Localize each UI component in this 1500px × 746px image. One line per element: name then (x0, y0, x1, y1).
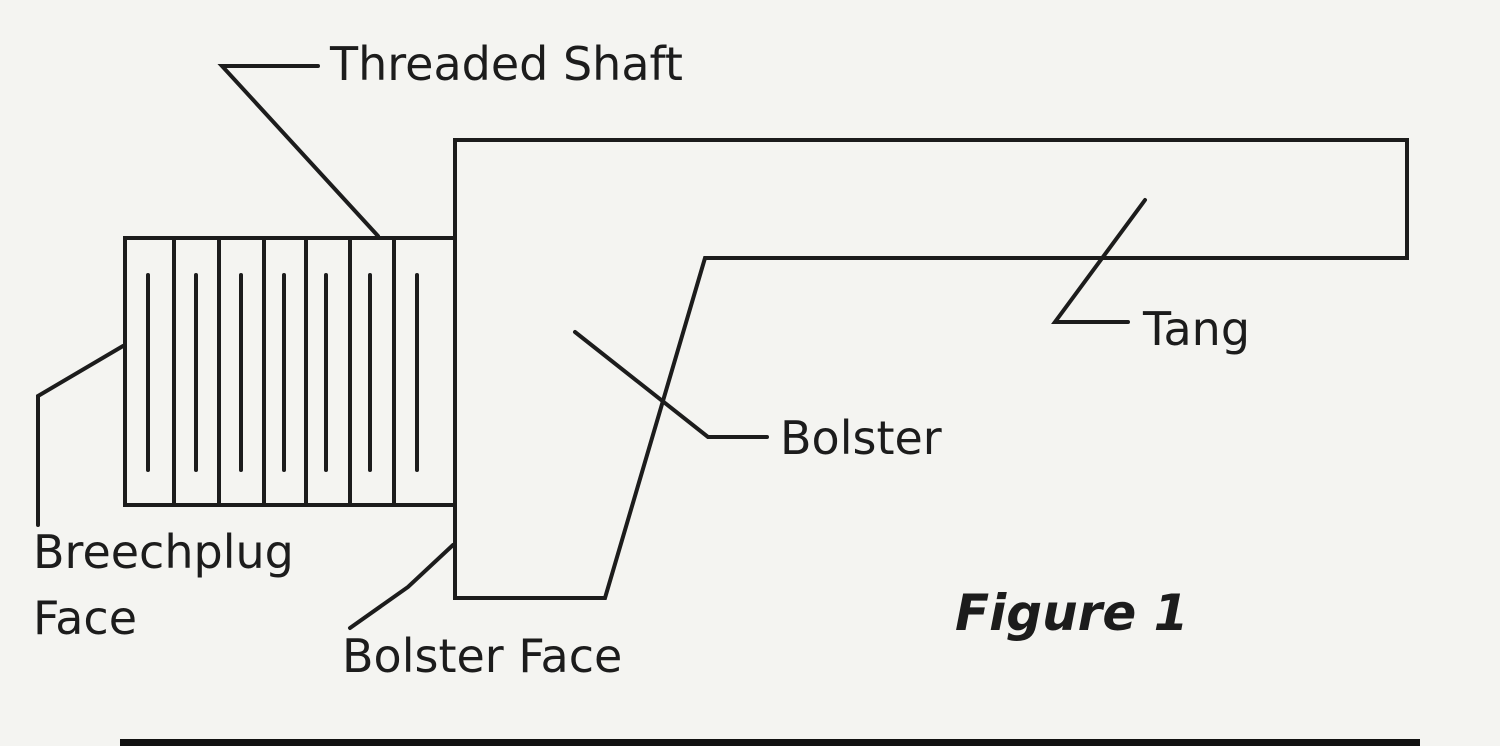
breechplug-face-label-line1: Breechplug (33, 525, 294, 579)
threaded-shaft-leader (217, 64, 380, 238)
threaded-shaft (123, 236, 457, 507)
bolster-leader (573, 330, 769, 439)
thread-marks (146, 273, 419, 472)
tang-leader (1051, 198, 1147, 324)
breechplug-face-leader (36, 344, 125, 527)
bolster-face-label: Bolster Face (342, 629, 622, 683)
bolster-tang-outline (453, 138, 1409, 600)
threaded-shaft-label: Threaded Shaft (329, 37, 683, 91)
bolster-label: Bolster (780, 411, 942, 465)
thread-dividers (172, 236, 396, 507)
tang-label: Tang (1142, 302, 1250, 356)
figure-caption: Figure 1 (955, 584, 1188, 642)
breechplug-face-label-line2: Face (33, 591, 137, 645)
bolster-face-leader (348, 543, 455, 630)
